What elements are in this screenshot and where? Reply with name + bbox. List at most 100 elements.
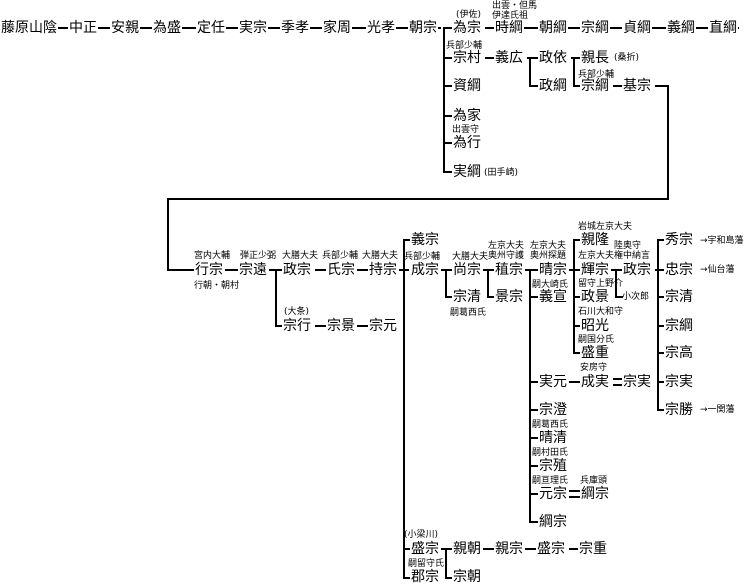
node-chikanaga: 親長 bbox=[580, 50, 610, 66]
node-kojiro: 小次郎 bbox=[622, 292, 650, 302]
node-munetsuna-3: 宗綱 bbox=[664, 318, 694, 334]
node-munemoto: 宗元 bbox=[368, 318, 398, 334]
node-nakamasa: 中正 bbox=[68, 20, 98, 36]
node-munekage: 宗景 bbox=[326, 318, 356, 334]
node-harukiyo: 晴清 bbox=[538, 430, 568, 446]
node-suetaka: 季孝 bbox=[280, 20, 310, 36]
note-hyobu-shoyu-2: 兵部少輔 bbox=[578, 70, 615, 80]
node-sanetsuna: 実綱 bbox=[452, 164, 482, 180]
node-munekiyo: 宗清 bbox=[452, 289, 482, 305]
node-yoshimune: 義宗 bbox=[410, 232, 440, 248]
node-terumune: 輝宗 bbox=[580, 262, 610, 278]
node-chikataka: 親隆 bbox=[580, 232, 610, 248]
note-kokubun: 嗣国分氏 bbox=[578, 335, 615, 345]
note-tetesaki: (田手崎) bbox=[484, 168, 519, 178]
node-munekatsu: 宗勝 bbox=[664, 402, 694, 418]
note-rusu-kozuke: 留守上野介 bbox=[578, 279, 624, 289]
note-hyobu-shoyu: 兵部少輔 bbox=[446, 41, 483, 51]
note-izumonokami: 出雲守 bbox=[452, 125, 480, 135]
node-munemura: 宗村 bbox=[452, 50, 482, 66]
note-ishikawa: 石川大和守 bbox=[578, 307, 624, 317]
node-yukimune: 行宗 bbox=[194, 262, 224, 278]
node-masamune-1: 政宗 bbox=[282, 262, 312, 278]
note-osaki: 嗣大崎氏 bbox=[532, 280, 569, 290]
note-iwaki-sakyo: 岩城左京大夫 bbox=[578, 222, 633, 232]
note-ozeki: (大条) bbox=[284, 307, 310, 317]
node-shigezane: 成実 bbox=[580, 374, 610, 390]
note-watari: 嗣亘理氏 bbox=[532, 476, 569, 486]
node-tanemune: 稙宗 bbox=[494, 262, 524, 278]
node-kagemune: 景宗 bbox=[494, 289, 524, 305]
node-sadatsuna: 貞綱 bbox=[622, 20, 652, 36]
note-oshu-tandai: 奥州探題 bbox=[530, 251, 567, 261]
node-masatsuna: 政綱 bbox=[538, 78, 568, 94]
note-oshu-shugo: 奥州守護 bbox=[488, 251, 525, 261]
node-iechika: 家周 bbox=[322, 20, 352, 36]
note-murata: 嗣村田氏 bbox=[532, 448, 569, 458]
note-sendai-han: →仙台藩 bbox=[700, 265, 735, 275]
node-muneshige: 宗殖 bbox=[538, 458, 568, 474]
node-ujimune: 氏宗 bbox=[326, 262, 356, 278]
node-morimune-2: 盛宗 bbox=[536, 541, 566, 557]
node-munetsuna: 宗綱 bbox=[580, 20, 610, 36]
note-gonchunagon: 権中納言 bbox=[614, 251, 651, 261]
node-munetaka: 宗高 bbox=[664, 345, 694, 361]
note-daizen-taifu-2: 大膳大夫 bbox=[362, 251, 399, 261]
node-yoshitsuna: 義綱 bbox=[666, 20, 696, 36]
node-tomotsuna: 朝綱 bbox=[538, 20, 568, 36]
node-hisamune: 尚宗 bbox=[452, 262, 482, 278]
note-daizen-taifu-1: 大膳大夫 bbox=[282, 251, 319, 261]
node-tamemune: 為宗 bbox=[452, 20, 482, 36]
node-tamemori: 為盛 bbox=[152, 20, 182, 36]
note-yukitomo-tomomura: 行朝・朝村 bbox=[194, 281, 240, 291]
node-tomomune: 朝宗 bbox=[408, 20, 438, 36]
node-muneyuki: 宗行 bbox=[282, 318, 312, 334]
node-sanemune-2: 宗実 bbox=[622, 374, 652, 390]
node-sukezuna: 資綱 bbox=[452, 78, 482, 94]
node-shigemune: 成宗 bbox=[410, 262, 440, 278]
note-awanokami: 安房守 bbox=[580, 363, 608, 373]
note-hyobu-shoyu-4: 兵部少輔 bbox=[404, 252, 441, 262]
note-kuwaori: (桑折) bbox=[614, 53, 640, 63]
node-munezumi: 宗澄 bbox=[538, 402, 568, 418]
node-tadamune: 忠宗 bbox=[664, 262, 694, 278]
node-yoshinao: 義宣 bbox=[538, 289, 568, 305]
node-naotsuna: 直綱 bbox=[708, 20, 738, 36]
note-ichinoseki-han: →一関藩 bbox=[700, 405, 735, 415]
node-masayori: 政依 bbox=[538, 50, 568, 66]
node-tameyuki: 為行 bbox=[452, 135, 482, 151]
note-kasai-2: 嗣葛西氏 bbox=[532, 420, 569, 430]
node-tokitsuna: 時綱 bbox=[494, 20, 524, 36]
note-sakyo-taifu-1: 左京大夫 bbox=[488, 241, 525, 251]
node-masakage: 政景 bbox=[580, 289, 610, 305]
node-chikatomo: 親朝 bbox=[452, 541, 482, 557]
node-chikamune: 親宗 bbox=[494, 541, 524, 557]
note-hyogonokami: 兵庫頭 bbox=[580, 476, 608, 486]
note-izumo-tajima: 出雲・但馬 bbox=[492, 1, 538, 11]
note-koyanagawa: (小梁川) bbox=[404, 530, 439, 540]
node-munetoo: 宗遠 bbox=[238, 262, 268, 278]
node-munetsuna-2: 宗綱 bbox=[580, 78, 610, 94]
node-motomune: 基宗 bbox=[622, 78, 652, 94]
node-akimitsu: 昭光 bbox=[580, 318, 610, 334]
node-gunmune: 郡宗 bbox=[410, 569, 440, 585]
note-daizen-taifu-3: 大膳大夫 bbox=[452, 252, 489, 262]
node-morishige: 盛重 bbox=[580, 345, 610, 361]
note-mutsunokami: 陸奥守 bbox=[614, 241, 642, 251]
node-hidemune: 秀宗 bbox=[664, 232, 694, 248]
note-hyobu-shoyu-3: 兵部少輔 bbox=[322, 251, 359, 261]
node-mitsutaka: 光孝 bbox=[366, 20, 396, 36]
note-sakyo-taifu-3: 左京大夫 bbox=[578, 251, 615, 261]
note-sakyo-taifu-2: 左京大夫 bbox=[530, 241, 567, 251]
node-fujiwara-yamakage: 藤原山陰 bbox=[0, 20, 58, 36]
node-munezane: 宗実 bbox=[664, 374, 694, 390]
node-munekiyo-2: 宗清 bbox=[664, 289, 694, 305]
node-motomune-2: 元宗 bbox=[538, 486, 568, 502]
note-rusushi: 嗣留守氏 bbox=[408, 559, 445, 569]
node-munetomo: 宗朝 bbox=[452, 569, 482, 585]
node-muneshige-2: 宗重 bbox=[578, 541, 608, 557]
node-sanemune: 実宗 bbox=[238, 20, 268, 36]
node-tsunamune-a: 綱宗 bbox=[580, 486, 610, 502]
note-danjo-shohitsu: 弾正少弼 bbox=[240, 251, 277, 261]
